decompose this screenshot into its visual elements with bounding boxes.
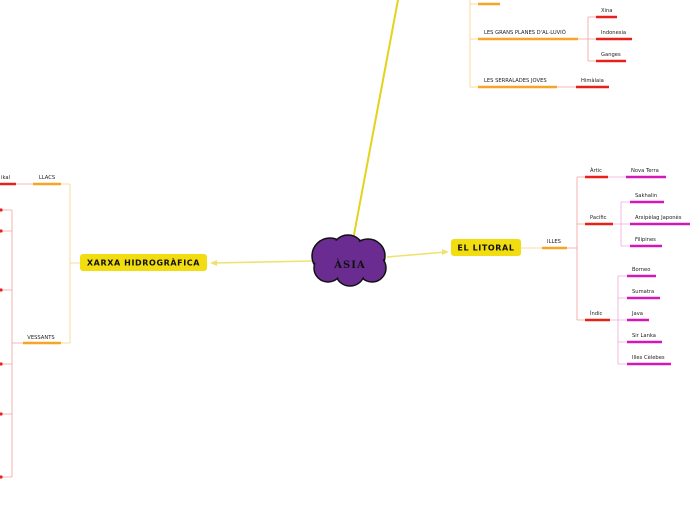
vessants-endpoints (0, 208, 3, 479)
svg-text:Arxipèlag Japonès: Arxipèlag Japonès (635, 214, 682, 221)
indic-item-0[interactable]: Borneo (627, 267, 656, 278)
node-planes[interactable]: LES GRANS PLANES D'AL·LUVIÓ (478, 29, 578, 41)
svg-text:Java: Java (631, 311, 643, 317)
vessants-label: VESSANTS (27, 335, 54, 341)
indic-item-4[interactable]: Illes Cèlebes (627, 354, 671, 366)
svg-text:Pacífic: Pacífic (590, 214, 607, 221)
pacific-item-0[interactable]: Sakhalin (630, 193, 664, 204)
trunk-line-top (352, 0, 399, 241)
node-indic[interactable]: Índic (585, 310, 610, 322)
arrow-litoral (442, 249, 449, 255)
serralades-item-0[interactable]: Himàlaia (576, 77, 609, 89)
svg-text:Àrtic: Àrtic (590, 167, 602, 174)
planes-item-0[interactable]: Xina (596, 8, 617, 19)
svg-text:Borneo: Borneo (632, 267, 650, 273)
link-center-xarxa (211, 260, 313, 264)
svg-text:Illes Cèlebes: Illes Cèlebes (632, 354, 665, 361)
node-illes[interactable]: ILLES (542, 239, 567, 250)
node-serralades[interactable]: LES SERRALADES JOVES (478, 78, 557, 89)
vessants-bracket (0, 209, 23, 478)
indic-item-2[interactable]: Java (627, 311, 649, 322)
link-center-litoral (386, 251, 447, 258)
artic-item-0[interactable]: Nova Terra (626, 168, 666, 179)
svg-text:Filipines: Filipines (635, 237, 656, 243)
llacs-item-0[interactable]: ikal (0, 175, 16, 186)
pacific-item-1[interactable]: Arxipèlag Japonès (630, 214, 690, 226)
topic-litoral[interactable]: EL LITORAL (451, 239, 521, 256)
topic-litoral-label: EL LITORAL (457, 244, 514, 253)
illes-label: ILLES (547, 239, 561, 245)
indic-item-3[interactable]: Sir Lanka (627, 333, 662, 344)
node-pacific[interactable]: Pacífic (585, 214, 613, 226)
planes-item-1[interactable]: Indonesia (596, 30, 632, 41)
svg-text:ikal: ikal (1, 175, 10, 181)
llacs-label: LLACS (39, 175, 55, 181)
svg-text:Sakhalin: Sakhalin (635, 193, 657, 199)
indic-bracket (610, 275, 627, 365)
illes-bracket (567, 176, 585, 321)
svg-text:Ganges: Ganges (601, 52, 621, 58)
planes-bracket (578, 16, 596, 62)
node-vessants[interactable]: VESSANTS (23, 335, 61, 345)
connectors (0, 0, 630, 478)
node-artic[interactable]: Àrtic (585, 167, 608, 179)
planes-label: LES GRANS PLANES D'AL·LUVIÓ (484, 29, 566, 36)
svg-text:Nova Terra: Nova Terra (631, 168, 659, 174)
pacific-item-2[interactable]: Filipines (630, 237, 662, 248)
center-node[interactable]: ÀSIA (311, 234, 387, 287)
node-llacs[interactable]: LLACS (33, 175, 61, 186)
svg-text:Sumatra: Sumatra (632, 289, 654, 295)
topic-xarxa-label: XARXA HIDROGRÀFICA (87, 257, 200, 268)
serralades-label: LES SERRALADES JOVES (484, 78, 547, 84)
svg-text:Índic: Índic (590, 310, 603, 317)
relleu-bracket (469, 0, 478, 88)
svg-text:Himàlaia: Himàlaia (581, 77, 604, 84)
arrow-xarxa (210, 260, 217, 266)
center-label: ÀSIA (333, 259, 365, 271)
svg-text:Xina: Xina (601, 8, 612, 14)
topic-xarxa[interactable]: XARXA HIDROGRÀFICA (80, 254, 207, 271)
pacific-bracket (613, 201, 630, 247)
planes-item-2[interactable]: Ganges (596, 52, 626, 63)
indic-item-1[interactable]: Sumatra (627, 289, 660, 300)
svg-text:Sir Lanka: Sir Lanka (632, 333, 656, 339)
svg-text:Indonesia: Indonesia (601, 30, 626, 36)
